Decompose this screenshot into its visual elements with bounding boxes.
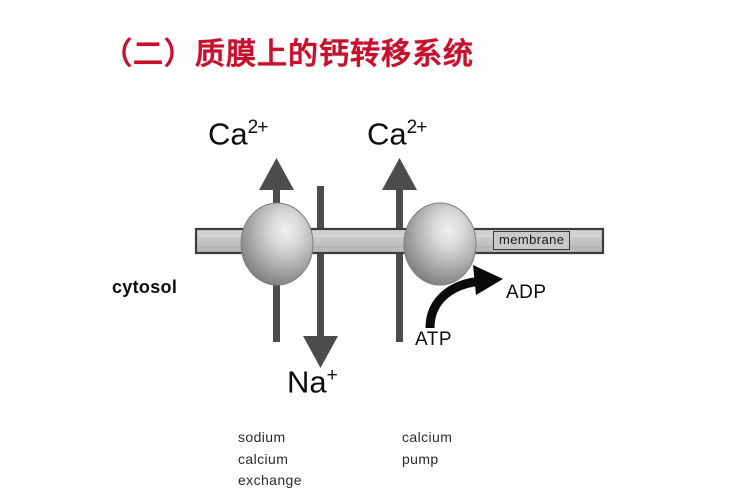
page-title: （二）质膜上的钙转移系统 [102,37,474,72]
transporter-sphere-pump [403,202,477,286]
sodium-symbol: Na [287,364,327,400]
caption-sodium-calcium-exchange: sodium calcium exchange [238,427,302,492]
label-adp: ADP [506,282,547,303]
caption-line: sodium [238,429,286,445]
calcium-charge-right: 2+ [406,117,428,138]
arrow-calcium-efflux-right [382,158,417,342]
label-calcium-right: Ca2+ [367,116,428,152]
calcium-symbol-right: Ca [367,116,407,152]
caption-line: calcium [402,429,453,445]
calcium-charge-left: 2+ [247,117,269,138]
caption-line: pump [402,450,439,467]
label-cytosol: cytosol [112,277,178,297]
label-sodium: Na+ [287,364,338,400]
label-calcium-left: Ca2+ [208,116,269,152]
label-membrane: membrane [493,231,571,250]
caption-line: exchange [238,472,302,489]
transporter-sphere-exchanger [240,202,314,286]
caption-line: calcium [238,450,289,467]
sodium-charge: + [326,365,338,386]
label-atp: ATP [415,329,453,350]
caption-calcium-pump: calcium pump [402,427,452,470]
calcium-symbol-left: Ca [208,116,248,152]
arrow-atp-hydrolysis [425,265,503,329]
arrow-sodium-influx [303,186,338,368]
